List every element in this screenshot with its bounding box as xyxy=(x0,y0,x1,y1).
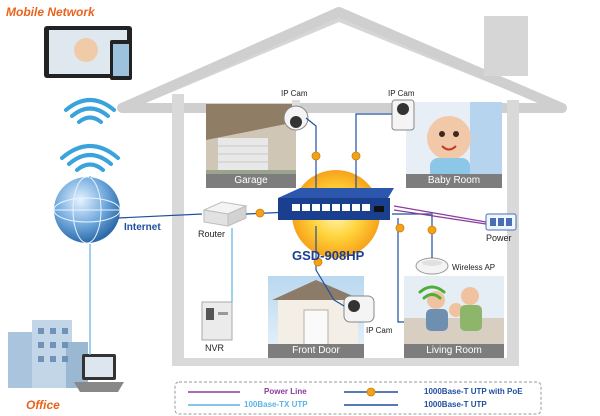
cable-power xyxy=(393,205,487,223)
office-title: Office xyxy=(26,398,60,412)
legend-power-line: Power Line xyxy=(264,387,307,396)
living-room-caption: Living Room xyxy=(404,344,504,358)
legend-box xyxy=(174,381,542,415)
ip-cam-garage-label: IP Cam xyxy=(281,89,308,98)
cables xyxy=(89,113,487,355)
legend-100base-tx: 100Base-TX UTP xyxy=(244,400,308,409)
front-door-caption: Front Door xyxy=(268,344,364,358)
cable-switch-garage-cam xyxy=(305,117,317,200)
cable-internet-router xyxy=(117,213,203,219)
nvr-label: NVR xyxy=(205,343,225,353)
cable-switch-living xyxy=(397,218,404,323)
poe-dots xyxy=(255,151,437,267)
nvr-device xyxy=(201,301,233,341)
garage-caption: Garage xyxy=(206,174,296,188)
switch-model-label: GSD-908HP xyxy=(292,248,365,263)
internet-globe-icon xyxy=(53,176,121,244)
cable-switch-front-cam xyxy=(315,226,345,307)
house-outline xyxy=(117,7,567,366)
baby-room-photo xyxy=(406,102,502,188)
laptop-icon xyxy=(74,354,124,392)
ip-cam-front-label: IP Cam xyxy=(366,326,393,335)
baby-room-caption: Baby Room xyxy=(406,174,502,188)
tablet-device xyxy=(44,26,132,80)
ip-cam-baby-label: IP Cam xyxy=(388,89,415,98)
cable-power-2 xyxy=(393,209,487,225)
legend-1000base-poe: 1000Base-T UTP with PoE xyxy=(424,387,523,396)
ap-signal-icon xyxy=(418,285,446,300)
legend-poe-dot xyxy=(366,387,376,397)
gsd-908hp-switch xyxy=(278,188,394,220)
mobile-network-title: Mobile Network xyxy=(6,5,95,19)
router-label: Router xyxy=(198,229,226,239)
wireless-ap-device xyxy=(415,257,449,275)
legend-1000base-t: 1000Base-T UTP xyxy=(424,400,487,409)
cable-switch-baby-cam xyxy=(355,113,392,200)
cable-switch-ap xyxy=(392,213,433,258)
wireless-ap-label: Wireless AP xyxy=(452,263,496,272)
wifi-signal-icon xyxy=(60,98,120,172)
cube-camera-baby-room xyxy=(391,99,415,131)
router-device xyxy=(202,201,248,227)
power-outlet-icon xyxy=(485,213,517,231)
office-building xyxy=(8,320,88,388)
internet-label: Internet xyxy=(124,222,161,233)
power-label: Power xyxy=(486,233,512,243)
box-camera-front-door xyxy=(343,295,375,323)
dome-camera-garage xyxy=(283,100,309,131)
